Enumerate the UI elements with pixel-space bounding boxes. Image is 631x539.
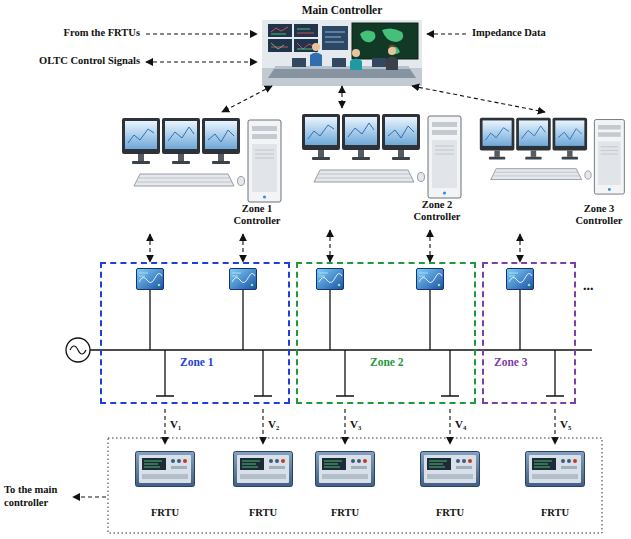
frtu-unit: FRTU [229,447,297,527]
label-anchor: V₄ [455,418,466,431]
source-symbol [66,338,90,362]
node-heading: Main Controller [302,4,383,18]
voltage-label: V₄ [455,418,466,431]
signal-leader [554,409,555,444]
control-link [222,86,272,112]
label-anchor: OLTC Control Signals [39,55,140,68]
signal-leader [427,33,466,34]
controller-computer [122,118,281,202]
voltage-label: V₁ [170,418,181,431]
controller-computer [302,114,461,198]
signal-label: Impedance Data [472,27,546,40]
signal-label: To the main controller [4,484,70,509]
zone-controller: Zone 1 Controller [120,112,289,234]
frtu-device [316,452,375,487]
control-link [429,230,430,262]
measurement-device [507,269,534,290]
control-link [341,86,342,108]
frtu-unit: FRTU [131,447,199,527]
control-link [519,234,520,262]
signal-leader [164,409,165,444]
node-label: Zone 1 [180,356,214,370]
control-link [149,234,150,262]
label-anchor: ... [583,278,594,295]
measurement-device [230,269,257,290]
node-label: Zone 3 [494,356,528,370]
signal-label: From the FRTUs [64,27,140,40]
signal-leader [73,496,106,497]
frtu-group-outline [108,438,602,533]
frtu-unit: FRTU [521,447,589,527]
measurement-device [317,269,344,290]
node-label: FRTU [541,507,569,520]
signal-leader [146,33,257,34]
frtu-device [136,452,195,487]
control-link [242,234,243,262]
node-label: Zone 2 [370,356,404,370]
label-anchor: V₂ [268,418,279,431]
frtu-device [526,452,585,487]
measurement-device [137,269,164,290]
node-label: Zone 2 Controller [405,199,469,224]
zone-controller: Zone 2 Controller [300,108,469,230]
control-link [329,230,330,262]
label-anchor: V₃ [350,418,361,431]
signal-leader [344,409,345,444]
node-label: FRTU [436,507,464,520]
signal-label: OLTC Control Signals [39,55,140,68]
controller-computer [480,118,625,194]
node-label: FRTU [151,507,179,520]
label-anchor: V₁ [170,418,181,431]
node-label: FRTU [331,507,359,520]
label-anchor: To the main controller [4,484,70,509]
node-label: Zone 1 Controller [225,203,289,228]
continuation-mark: ... [583,278,594,295]
frtu-unit: FRTU [416,447,484,527]
zone-controller: Zone 3 Controller [478,112,631,234]
source-symbol [70,346,86,354]
label-anchor: Impedance Data [472,27,546,40]
frtu-unit: FRTU [311,447,379,527]
control-link [412,86,545,112]
measurement-device [417,269,444,290]
load-tap [156,350,564,396]
controller-picture: Main Controller [262,2,422,86]
signal-leader [449,409,450,444]
voltage-label: V₅ [560,418,571,431]
zone-box: Zone 1 [100,262,290,404]
device-wire [150,290,520,350]
zone-box: Zone 3 [482,262,576,404]
label-anchor: V₅ [560,418,571,431]
voltage-label: V₂ [268,418,279,431]
node-label: Zone 3 Controller [567,203,631,228]
voltage-label: V₃ [350,418,361,431]
signal-leader [262,409,263,444]
node-label: FRTU [249,507,277,520]
control-room-picture [262,20,422,86]
signal-leader [146,61,257,62]
zone-box: Zone 2 [296,262,476,404]
frtu-device [421,452,480,487]
frtu-device [234,452,293,487]
label-anchor: From the FRTUs [64,27,140,40]
